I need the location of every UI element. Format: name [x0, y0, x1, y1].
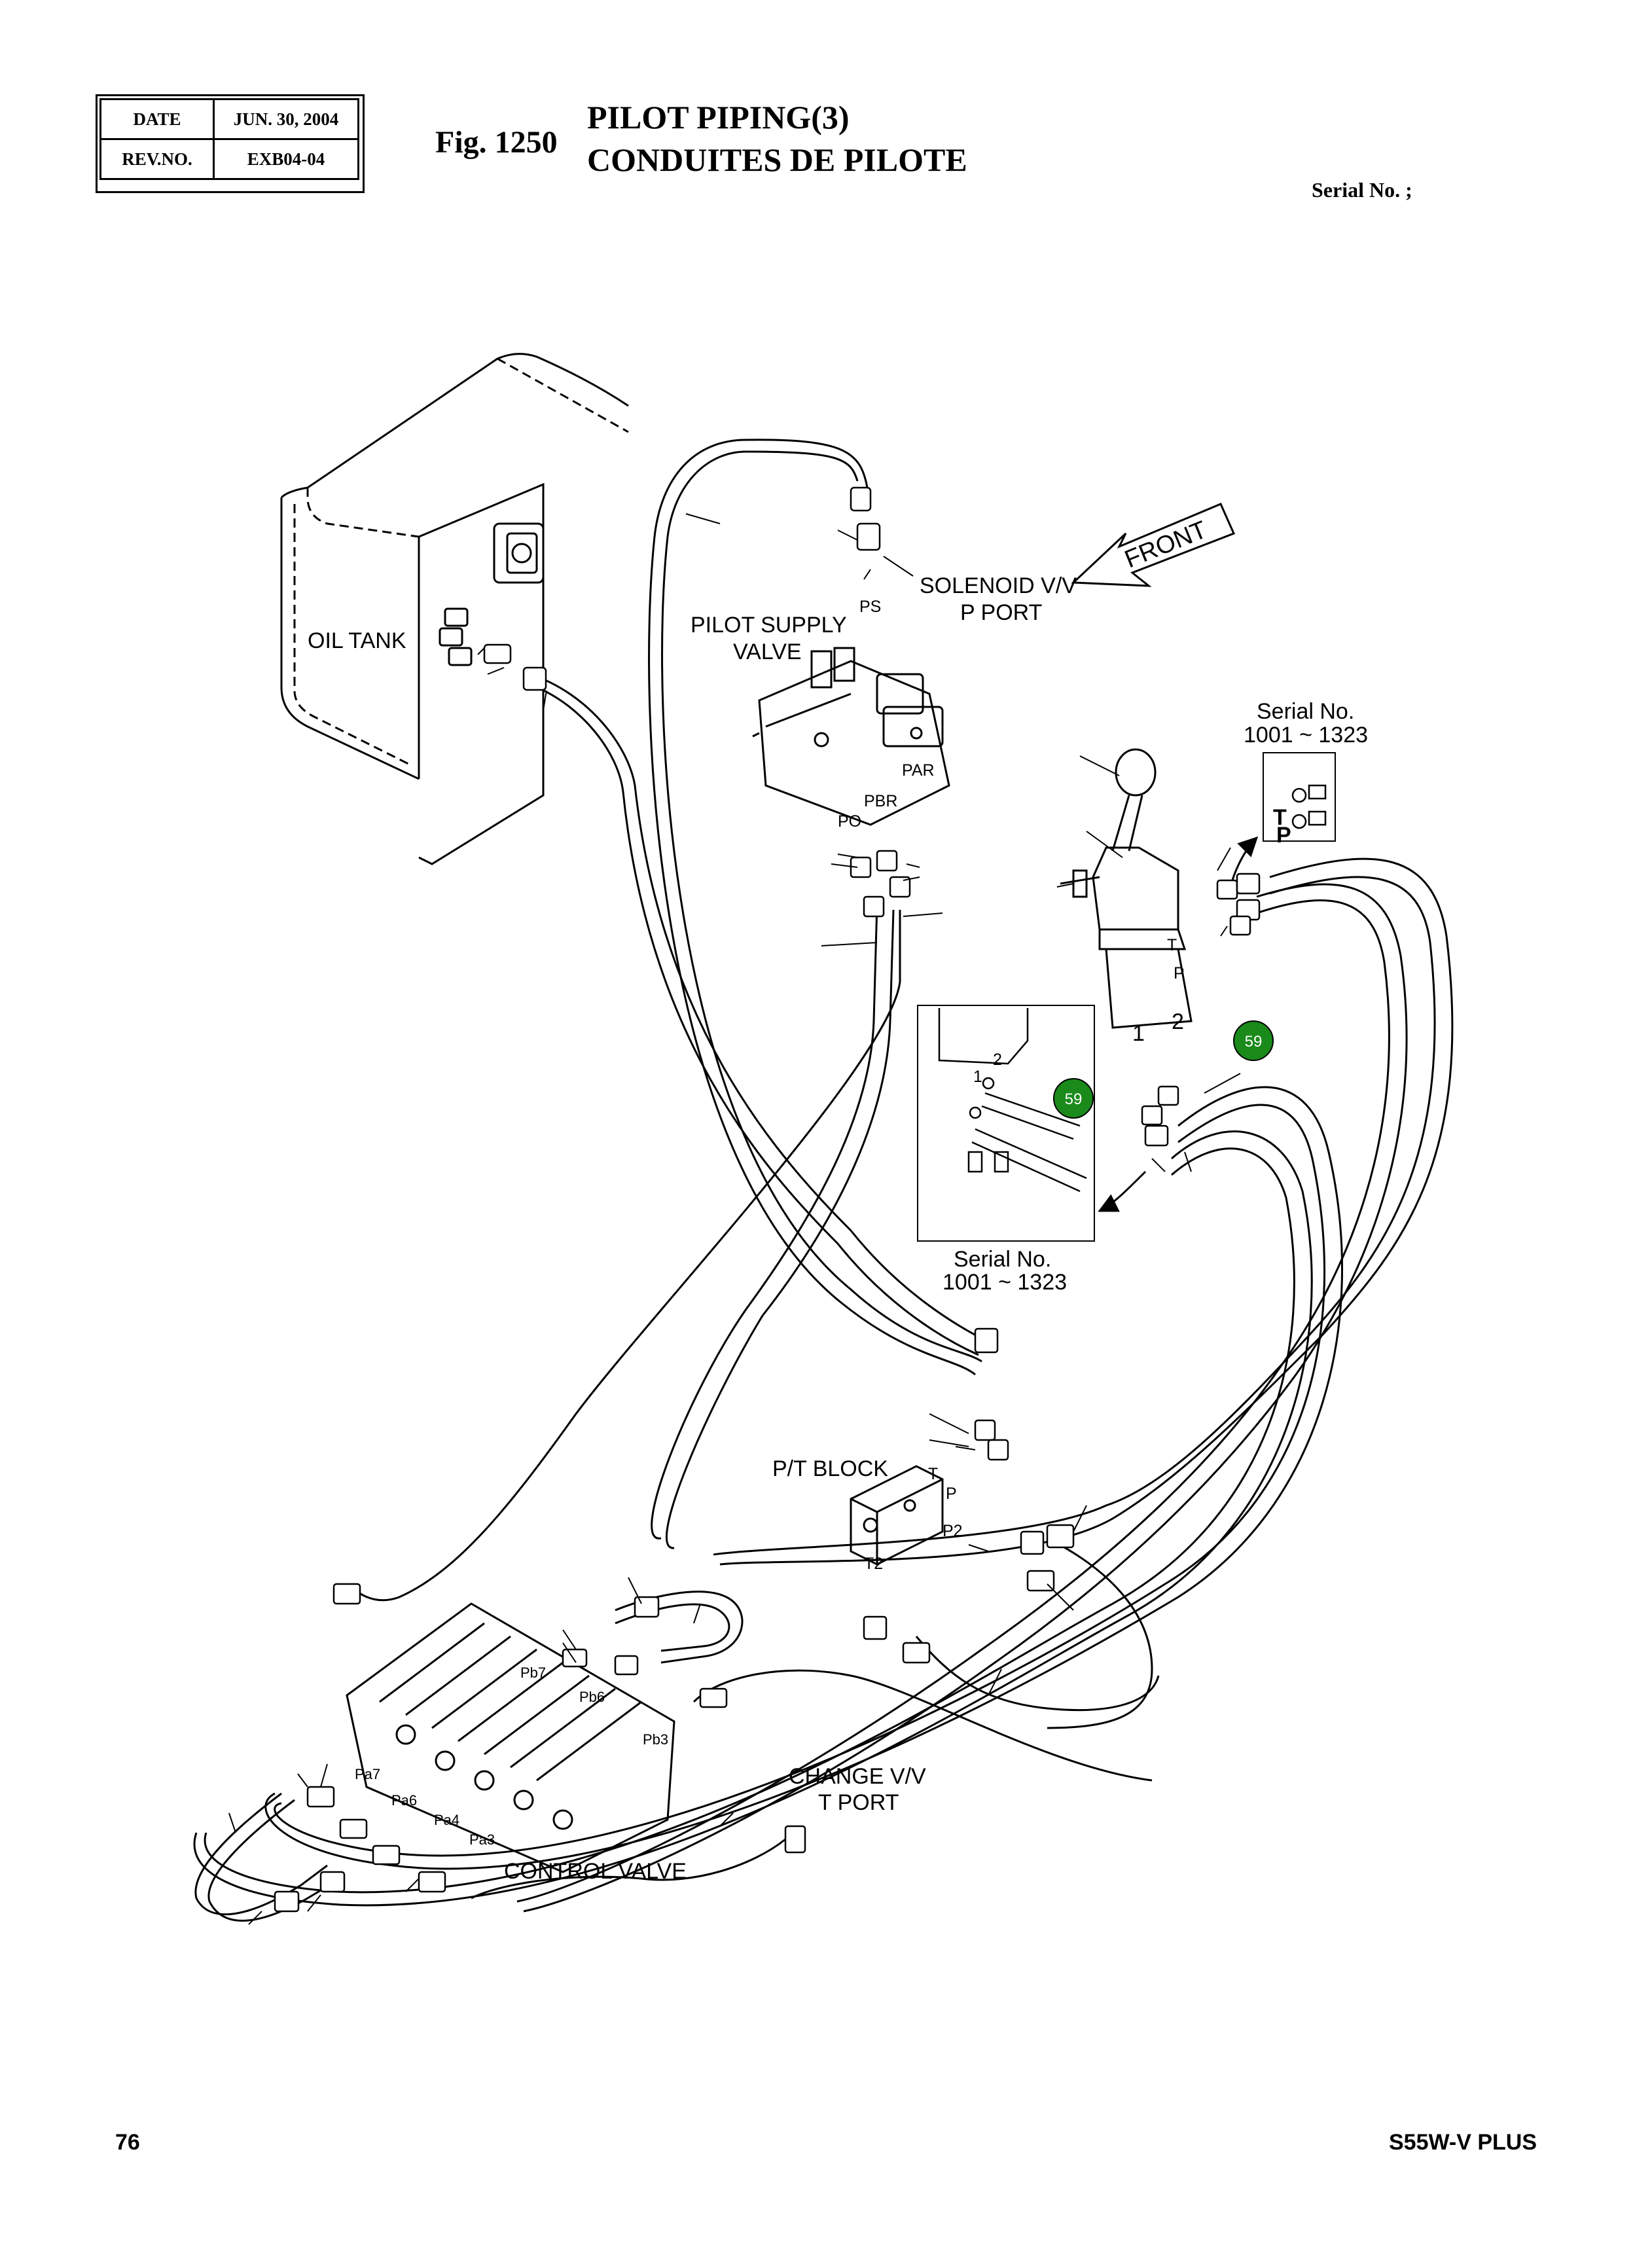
revision-table: DATE JUN. 30, 2004 REV.NO. EXB04-04 [99, 98, 359, 180]
inset-serial-label-1: Serial No. [954, 1247, 1051, 1272]
rev-label: REV.NO. [99, 138, 215, 180]
port-ps: PS [859, 598, 881, 616]
port-pa4: Pa4 [434, 1812, 459, 1828]
title-english: PILOT PIPING(3) [587, 99, 850, 135]
leader-lines [228, 513, 1241, 1925]
revision-box [96, 94, 365, 193]
serial-detail-box [1263, 752, 1336, 842]
port-pa3: Pa3 [469, 1831, 495, 1848]
port-p2: P2 [943, 1522, 963, 1540]
fittings [274, 486, 1261, 1913]
front-arrow: FRONT [1071, 503, 1236, 587]
title-french: CONDUITES DE PILOTE [587, 141, 967, 178]
pilot-supply-valve-label-1: PILOT SUPPLY [691, 613, 847, 638]
date-label: DATE [99, 98, 215, 140]
serial-detail-label-1: Serial No. [1257, 699, 1354, 724]
callout-badge-59-main: 59 [1233, 1020, 1274, 1061]
pilot-supply-valve-drawing [752, 647, 950, 826]
oil-tank-label: OIL TANK [308, 628, 406, 653]
port-t2: T2 [864, 1555, 883, 1573]
port-pa6: Pa6 [391, 1792, 417, 1809]
model-name: S55W-V PLUS [1389, 2130, 1537, 2155]
port-po: PO [838, 812, 861, 831]
port-t-ptblock: T [928, 1465, 938, 1483]
solenoid-label-1: SOLENOID V/V [920, 573, 1077, 598]
port-p-ptblock: P [946, 1485, 957, 1503]
port-pb3: Pb3 [643, 1731, 668, 1748]
inset-detail-drawing [938, 1008, 1087, 1193]
control-valve-drawing [346, 1602, 675, 1873]
pt-block-drawing [850, 1465, 944, 1566]
front-label: FRONT [1121, 516, 1211, 573]
date-value: JUN. 30, 2004 [213, 98, 359, 140]
port-2-joystick: 2 [1172, 1009, 1184, 1034]
port-p-joystick: P [1174, 964, 1185, 982]
pt-block-label: P/T BLOCK [772, 1456, 888, 1481]
inset-detail-box [917, 1005, 1095, 1242]
port-2-inset: 2 [993, 1051, 1002, 1069]
callout-badge-59-inset: 59 [1053, 1078, 1094, 1119]
port-t-detail: T [1273, 805, 1287, 830]
port-pb6: Pb6 [579, 1689, 605, 1705]
pilot-supply-valve-label-2: VALVE [733, 639, 802, 664]
rev-value: EXB04-04 [213, 138, 359, 180]
callout-59-inset-text: 59 [1065, 1090, 1083, 1108]
port-t-joystick: T [1167, 936, 1177, 954]
oil-tank-drawing [280, 353, 629, 865]
joystick-drawing [1060, 748, 1193, 1029]
inset-serial-label-2: 1001 ~ 1323 [943, 1270, 1067, 1295]
change-valve-label-2: T PORT [818, 1790, 899, 1815]
solenoid-label-2: P PORT [960, 600, 1042, 625]
serial-detail-fittings [1291, 784, 1327, 829]
serial-detail-label-2: 1001 ~ 1323 [1244, 723, 1368, 747]
callout-59-main-text: 59 [1245, 1033, 1263, 1051]
port-p-detail: P [1276, 823, 1291, 848]
port-par: PAR [902, 761, 935, 780]
port-1-inset: 1 [973, 1068, 982, 1086]
port-pb7: Pb7 [520, 1665, 546, 1681]
control-valve-label: CONTROL VALVE [504, 1859, 687, 1884]
change-valve-label-1: CHANGE V/V [789, 1764, 926, 1789]
figure-number: Fig. 1250 [435, 125, 558, 160]
page-number: 76 [115, 2130, 140, 2155]
port-1-joystick: 1 [1132, 1021, 1145, 1046]
port-pa7: Pa7 [355, 1766, 380, 1782]
serial-number-header: Serial No. ; [1312, 178, 1412, 202]
port-pbr: PBR [864, 792, 897, 810]
inset-detail-arrow [1098, 1170, 1147, 1212]
